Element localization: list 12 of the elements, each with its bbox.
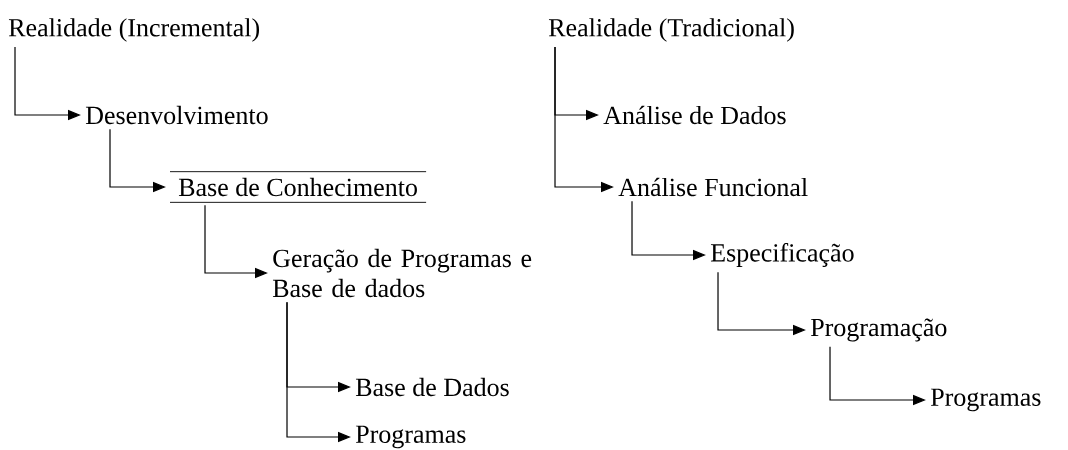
step-label: Realidade (Tradicional) — [548, 18, 794, 42]
step-label: Especificação — [710, 243, 854, 267]
step-label: Base de Dados — [355, 377, 509, 397]
step-label: Geração de Programas e Base de dados — [272, 248, 532, 298]
step-label: Realidade (Incremental) — [8, 18, 259, 42]
step-label: Programação — [810, 318, 947, 342]
step-label: Desenvolvimento — [85, 105, 268, 125]
step-label: Análise de Dados — [603, 105, 786, 125]
step-label: Programas — [930, 388, 1041, 412]
ruled-heading: Base de Conhecimento — [169, 171, 427, 203]
step-label: Análise Funcional — [618, 177, 808, 197]
step-label: Programas — [355, 425, 466, 449]
